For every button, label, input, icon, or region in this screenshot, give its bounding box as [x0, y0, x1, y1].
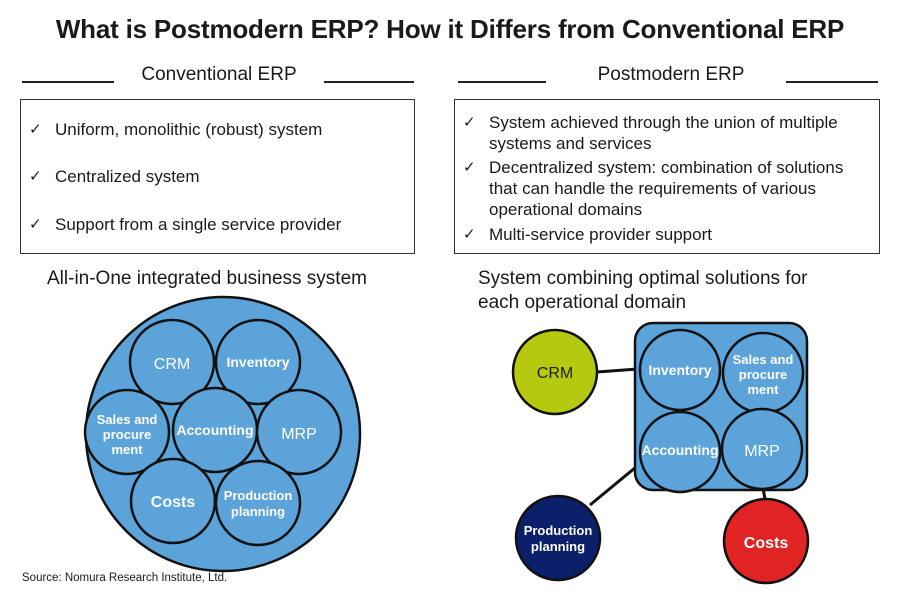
- feature-text: Decentralized system: combination of sol…: [489, 158, 844, 219]
- check-icon: ✓: [463, 226, 476, 243]
- module-inventory: Inventory: [214, 318, 302, 406]
- feature-text: Support from a single service provider: [55, 215, 342, 234]
- external-costs: Costs: [722, 497, 810, 585]
- feature-item: ✓ Multi-service provider support: [463, 224, 712, 245]
- check-icon: ✓: [29, 121, 42, 138]
- feature-item: ✓ Centralized system: [29, 166, 200, 187]
- feature-item: ✓ Support from a single service provider: [29, 214, 341, 235]
- module-label: Costs: [744, 535, 789, 552]
- module-crm: CRM: [128, 318, 216, 406]
- feature-text: Centralized system: [55, 167, 200, 186]
- module-mrp: MRP: [255, 388, 343, 476]
- check-icon: ✓: [29, 216, 42, 233]
- page-title: What is Postmodern ERP? How it Differs f…: [55, 14, 845, 44]
- source-note: Source: Nomura Research Institute, Ltd.: [22, 572, 228, 584]
- core-module-mrp: MRP: [720, 407, 804, 491]
- check-icon: ✓: [463, 114, 476, 131]
- module-label: CRM: [154, 356, 190, 373]
- module-label: Costs: [151, 494, 196, 511]
- conventional-heading: Conventional ERP: [141, 64, 297, 85]
- conventional-features-box: ✓ Uniform, monolithic (robust) system ✓ …: [20, 99, 415, 254]
- connector-production: [589, 465, 637, 507]
- module-label: Inventory: [648, 362, 711, 378]
- divider-line: [324, 81, 414, 83]
- divider-line: [22, 81, 114, 83]
- module-label: Inventory: [226, 354, 289, 370]
- module-costs: Costs: [129, 457, 217, 545]
- postmodern-heading: Postmodern ERP: [597, 64, 745, 85]
- label-line: Sales and: [97, 412, 158, 427]
- postmodern-caption-line2: each operational domain: [478, 292, 687, 313]
- postmodern-caption-line1: System combining optimal solutions for: [478, 268, 808, 289]
- module-label: Accounting: [642, 442, 719, 458]
- postmodern-features-box: ✓ System achieved through the union of m…: [454, 99, 880, 254]
- core-module-inventory: Inventory: [638, 328, 722, 412]
- conventional-caption: All-in-One integrated business system: [47, 268, 367, 289]
- feature-item: ✓ System achieved through the union of m…: [463, 112, 843, 154]
- module-accounting: Accounting: [171, 386, 259, 474]
- divider-line: [786, 81, 878, 83]
- feature-item: ✓ Uniform, monolithic (robust) system: [29, 119, 322, 140]
- core-module-accounting: Accounting: [638, 410, 722, 494]
- check-icon: ✓: [29, 168, 42, 185]
- feature-text: Multi-service provider support: [489, 225, 712, 244]
- module-label: CRM: [537, 365, 573, 382]
- connector-crm: [596, 367, 639, 374]
- feature-text: System achieved through the union of mul…: [489, 113, 838, 153]
- check-icon: ✓: [463, 159, 476, 176]
- module-label: Accounting: [177, 422, 254, 438]
- external-crm: CRM: [511, 328, 599, 416]
- divider-line: [458, 81, 546, 83]
- feature-item: ✓ Decentralized system: combination of s…: [463, 157, 863, 220]
- module-label: MRP: [744, 443, 780, 460]
- feature-text: Uniform, monolithic (robust) system: [55, 120, 323, 139]
- module-label: MRP: [281, 426, 317, 443]
